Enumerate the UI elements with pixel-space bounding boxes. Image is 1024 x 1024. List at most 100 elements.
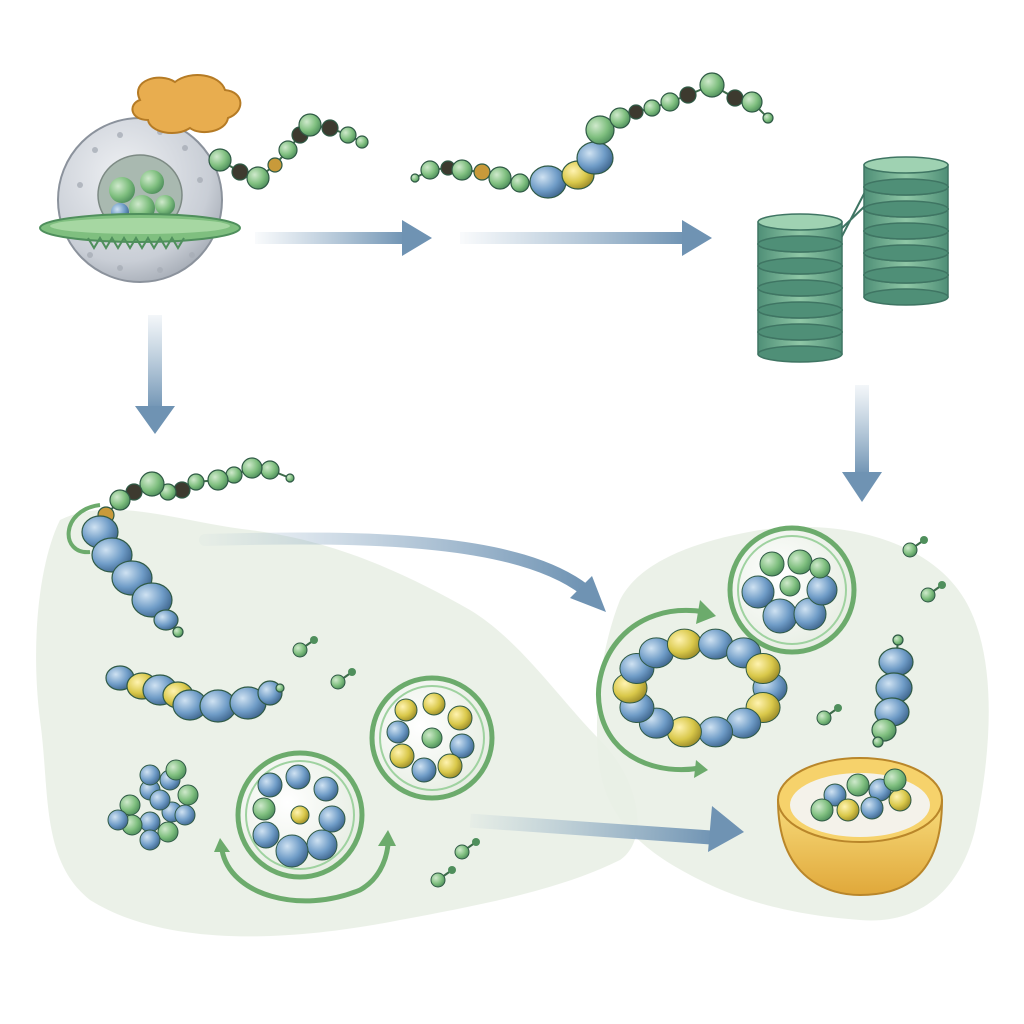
bead xyxy=(306,829,338,861)
protein-cluster xyxy=(107,759,199,851)
bead xyxy=(726,89,744,107)
ribosome-stack-icon xyxy=(757,156,949,363)
connector xyxy=(839,189,867,241)
bead xyxy=(762,598,798,634)
bead xyxy=(252,821,280,849)
bead xyxy=(806,574,838,606)
peptide-chain-icon xyxy=(410,72,774,199)
bead xyxy=(473,163,491,181)
molecule-atom xyxy=(448,866,456,874)
bead xyxy=(149,789,171,811)
molecule-atom xyxy=(430,872,446,888)
bead xyxy=(318,805,346,833)
bead xyxy=(174,804,196,826)
bead xyxy=(422,692,446,716)
molecule-atom xyxy=(816,710,832,726)
bead xyxy=(241,457,263,479)
bead xyxy=(257,772,283,798)
bead xyxy=(139,811,161,833)
bead xyxy=(609,107,631,129)
bead xyxy=(339,126,357,144)
disk-top xyxy=(757,213,843,231)
bead xyxy=(153,609,179,631)
arrow-proteasome-to-chain xyxy=(255,220,432,256)
bead xyxy=(447,705,473,731)
bead xyxy=(246,166,270,190)
bead xyxy=(260,460,280,480)
vesicle-inner-membrane xyxy=(245,760,355,870)
bead xyxy=(421,727,443,749)
molecule-atom xyxy=(834,704,842,712)
disk-bottom xyxy=(863,288,949,306)
bead xyxy=(285,764,311,790)
bead xyxy=(810,798,834,822)
bead xyxy=(488,166,512,190)
bowl-icon xyxy=(776,757,944,897)
bead xyxy=(660,92,680,112)
bead xyxy=(628,104,644,120)
bead xyxy=(267,157,283,173)
bead xyxy=(787,549,813,575)
disk-bottom xyxy=(757,323,843,341)
bead xyxy=(107,809,129,831)
bead xyxy=(109,489,131,511)
bead xyxy=(173,481,191,499)
arrow-bottom-to-bowl xyxy=(469,806,744,852)
bead xyxy=(759,551,785,577)
cell-region-left xyxy=(36,509,638,937)
molecule-atom xyxy=(330,674,346,690)
bead xyxy=(420,160,440,180)
disk-bottom xyxy=(757,257,843,275)
bead xyxy=(389,743,415,769)
disk-top xyxy=(863,156,949,174)
bead xyxy=(187,473,205,491)
bead xyxy=(177,784,199,806)
bead xyxy=(878,647,914,677)
bead xyxy=(872,736,884,748)
disk-bottom xyxy=(757,301,843,319)
bead xyxy=(762,112,774,124)
disk-bottom xyxy=(757,235,843,253)
bead xyxy=(411,757,437,783)
bead xyxy=(290,805,310,825)
molecule-atom xyxy=(938,581,946,589)
small-molecule-icon xyxy=(292,536,946,888)
bead xyxy=(699,72,725,98)
bead xyxy=(888,788,912,812)
molecule-atom xyxy=(472,838,480,846)
bead xyxy=(809,557,831,579)
bead xyxy=(139,471,165,497)
protein-chain-icon xyxy=(105,665,285,723)
peptide-chain-icon xyxy=(208,113,369,190)
bead xyxy=(745,652,781,684)
proteasome-icon xyxy=(39,74,242,283)
bead xyxy=(410,173,420,183)
bead xyxy=(871,718,897,742)
bead xyxy=(165,759,187,781)
bead xyxy=(883,768,907,792)
bead xyxy=(321,119,339,137)
protein-chain-icon xyxy=(66,457,295,638)
bead xyxy=(666,628,702,660)
recycling-arrow-icon xyxy=(214,830,396,904)
bead xyxy=(252,797,276,821)
bead xyxy=(355,135,369,149)
bead xyxy=(437,753,463,779)
bead xyxy=(386,720,410,744)
bead xyxy=(643,99,661,117)
bead xyxy=(394,698,418,722)
bead xyxy=(529,165,567,199)
bead xyxy=(313,776,339,802)
bead xyxy=(860,796,884,820)
molecule-atom xyxy=(310,636,318,644)
molecule-atom xyxy=(920,587,936,603)
bead xyxy=(207,469,229,491)
bead xyxy=(278,140,298,160)
bead xyxy=(131,582,173,618)
arrow-down-left xyxy=(135,315,175,434)
bead xyxy=(892,634,904,646)
recycling-arrow-icon xyxy=(596,600,716,778)
bead xyxy=(779,575,801,597)
bead xyxy=(139,764,161,786)
arrow-chain-to-stacks xyxy=(460,220,712,256)
